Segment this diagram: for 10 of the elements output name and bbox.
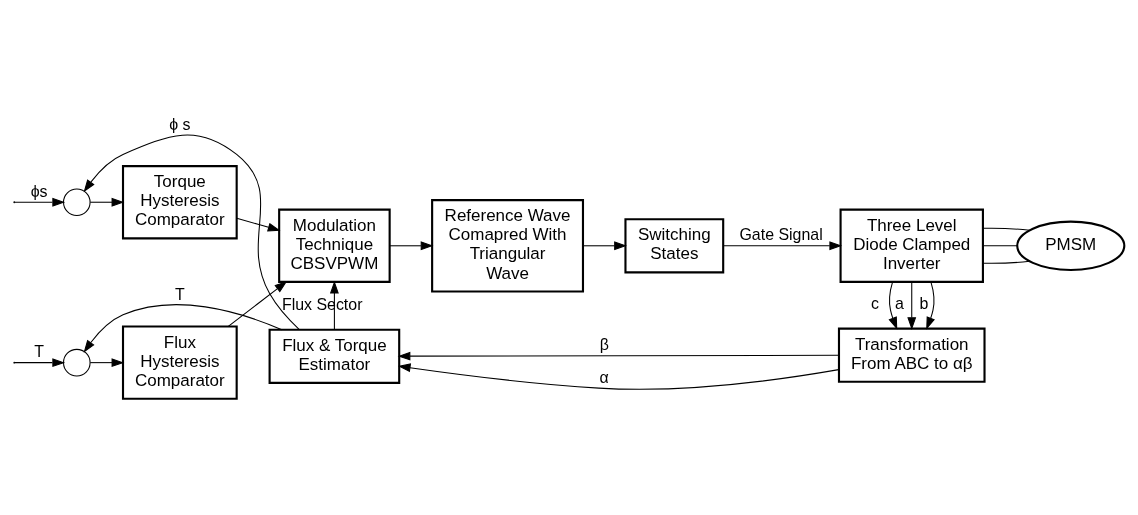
edge-label: b: [919, 294, 929, 312]
edge-label: β: [599, 335, 609, 353]
edge-label: ϕ s: [169, 115, 191, 133]
edge-label: c: [871, 294, 880, 312]
edge-label: ϕs: [30, 182, 48, 200]
edge-label: Gate Signal: [739, 225, 823, 243]
edge-label: T: [34, 342, 44, 360]
edge-label: T: [174, 285, 185, 303]
edge-label: α: [599, 368, 609, 386]
edge-label: a: [895, 294, 904, 312]
